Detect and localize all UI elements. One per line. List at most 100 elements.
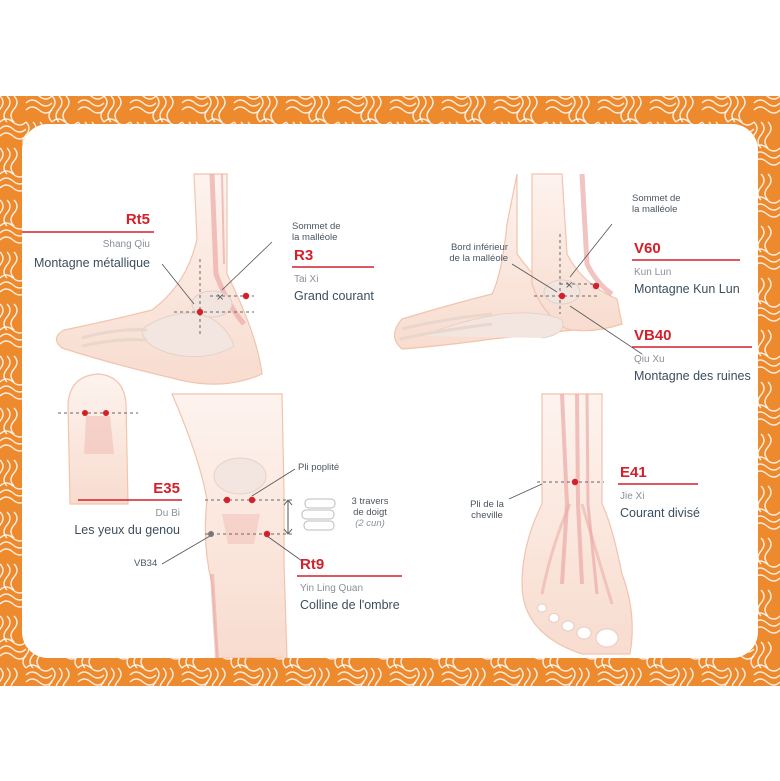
wave-stroke [0, 407, 18, 435]
point-rt9-chinese-name: Yin Ling Quan [300, 583, 364, 594]
annotation-vb34: VB34 [134, 558, 158, 569]
wave-stroke [233, 664, 261, 686]
wave-stroke [0, 303, 18, 331]
point-rt5-marker [196, 308, 204, 316]
wave-stroke [412, 667, 434, 686]
wave-stroke [100, 96, 122, 123]
point-e41-chinese-name: Jie Xi [620, 491, 645, 502]
wave-stroke [753, 96, 780, 114]
finger-illustration [58, 373, 138, 505]
wave-stroke [516, 96, 538, 123]
wave-stroke [724, 96, 746, 123]
wave-stroke [0, 638, 27, 660]
wave-stroke [100, 667, 122, 686]
wave-stroke [0, 615, 18, 643]
point-e41-french-name: Courant divisé [620, 506, 700, 520]
wave-stroke [597, 96, 625, 114]
wave-stroke [516, 667, 538, 686]
wave-stroke [545, 664, 573, 686]
wave-stroke [129, 96, 157, 114]
point-rt5-code: Rt5 [125, 211, 150, 228]
point-e41-marker [571, 478, 579, 486]
point-vb40-chinese-name: Qiu Xu [634, 354, 665, 365]
knee-illustration [161, 393, 336, 658]
wave-stroke [724, 667, 746, 686]
point-r3-chinese-name: Tai Xi [294, 274, 319, 285]
svg-text:×: × [216, 292, 224, 303]
anatomy-illustration: × × [22, 173, 752, 658]
wave-stroke [0, 96, 18, 123]
point-e35-marker [223, 496, 231, 504]
wave-stroke [672, 96, 694, 123]
wave-stroke [701, 96, 729, 114]
wave-stroke [129, 664, 157, 686]
wave-stroke [545, 96, 573, 114]
wave-stroke [441, 664, 469, 686]
wave-stroke [0, 199, 18, 227]
wave-stroke [753, 664, 780, 686]
wave-stroke [181, 96, 209, 114]
svg-text:×: × [565, 280, 573, 291]
wave-stroke [308, 96, 330, 123]
wave-stroke [0, 355, 18, 383]
point-rt5-chinese-name: Shang Qiu [102, 239, 150, 250]
wave-stroke [672, 667, 694, 686]
point-vb40-code: VB40 [634, 327, 672, 344]
point-rt9-marker [263, 530, 271, 538]
point-v60-marker [592, 282, 600, 290]
point-rt5-french-name: Montagne métallique [33, 256, 150, 270]
wave-stroke [285, 664, 313, 686]
wave-stroke [181, 664, 209, 686]
wave-stroke [701, 664, 729, 686]
point-e35-french-name: Les yeux du genou [74, 523, 180, 537]
wave-stroke [256, 96, 278, 123]
wave-stroke [0, 511, 18, 539]
code-underlines [22, 231, 752, 577]
wave-stroke [0, 118, 27, 140]
wave-stroke [620, 667, 642, 686]
decorative-frame: × × [0, 96, 780, 686]
medial-foot-illustration: × [55, 173, 273, 385]
point-v60-code: V60 [634, 240, 661, 257]
wave-stroke [389, 96, 417, 114]
point-rt9-code: Rt9 [300, 556, 325, 573]
point-vb40-french-name: Montagne des ruines [634, 369, 751, 383]
wave-stroke [464, 96, 486, 123]
annotation-pli-poplite: Pli poplité [298, 462, 340, 473]
wave-stroke [0, 667, 18, 686]
point-e35-code: E35 [153, 480, 180, 497]
wave-stroke [0, 251, 18, 279]
point-r3-code: R3 [294, 247, 314, 264]
wave-stroke [337, 96, 365, 114]
wave-stroke [493, 96, 521, 114]
wave-stroke [285, 96, 313, 114]
wave-stroke [568, 667, 590, 686]
wave-stroke [464, 667, 486, 686]
wave-stroke [649, 96, 677, 114]
wave-stroke [620, 96, 642, 123]
wave-stroke [48, 667, 70, 686]
wave-stroke [568, 96, 590, 123]
wave-stroke [750, 641, 772, 669]
wave-stroke [412, 96, 434, 123]
wave-stroke [256, 667, 278, 686]
wave-stroke [597, 664, 625, 686]
foot-front-illustration [508, 393, 633, 655]
point-vb34-marker [208, 531, 214, 537]
wave-stroke [77, 664, 105, 686]
wave-stroke [204, 96, 226, 123]
wave-stroke [152, 96, 174, 123]
point-r3-french-name: Grand courant [294, 289, 374, 303]
wave-stroke [649, 664, 677, 686]
wave-stroke [152, 667, 174, 686]
point-rt9-french-name: Colline de l'ombre [300, 598, 400, 612]
wave-stroke [441, 96, 469, 114]
illustration-card: × × [22, 124, 758, 658]
lateral-foot-illustration: × [393, 173, 643, 355]
wave-stroke [389, 664, 417, 686]
wave-stroke [360, 96, 382, 123]
point-v60-chinese-name: Kun Lun [634, 267, 672, 278]
